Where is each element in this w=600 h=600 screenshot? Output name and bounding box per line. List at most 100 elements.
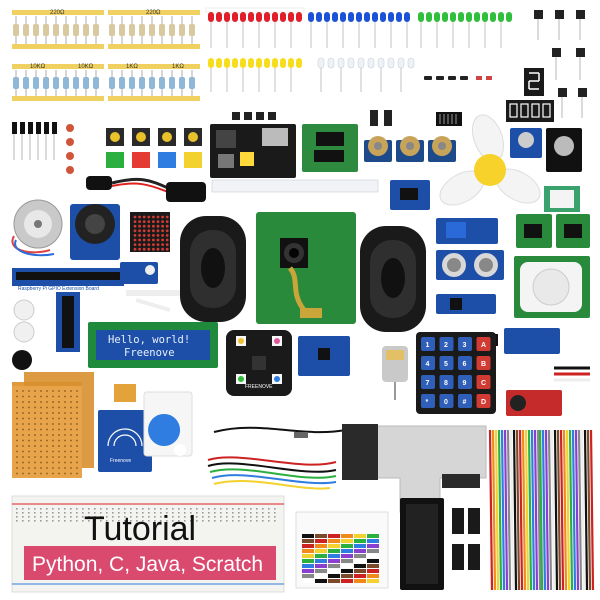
ir-obstacle-module xyxy=(436,294,496,314)
relay-module xyxy=(436,218,498,244)
battery-holder xyxy=(400,498,444,590)
red-leds xyxy=(205,7,305,22)
freenove-board-label: FREENOVE xyxy=(245,384,273,390)
keypad-key-label: 6 xyxy=(463,361,467,368)
keypad-key xyxy=(476,337,491,351)
tutorial-title: Tutorial xyxy=(84,510,196,548)
breadboard-power-module xyxy=(210,124,296,178)
seven-segment-displays xyxy=(506,68,554,122)
keypad-key xyxy=(458,356,472,370)
tutorial-banner: Tutorial Python, C, Java, Scratch xyxy=(24,510,276,580)
camera-module xyxy=(256,212,356,324)
keypad-key xyxy=(439,356,454,370)
pir-motion-sensor xyxy=(514,256,590,318)
tact-switches xyxy=(232,112,276,120)
ic-chips xyxy=(452,508,480,570)
lcd1602-display: Hello, world! Freenove xyxy=(88,322,218,368)
led-strips xyxy=(205,7,512,92)
keypad-key xyxy=(458,375,472,389)
keypad-key-label: C xyxy=(481,380,486,387)
prototype-pcbs xyxy=(12,372,94,478)
keypad-key-label: 5 xyxy=(444,361,448,368)
transistors xyxy=(534,10,587,118)
sound-sensor-module xyxy=(510,128,542,158)
resistor-row-220: 220Ω 220Ω xyxy=(12,10,200,49)
lcd-line-2: Freenove xyxy=(124,347,175,359)
freenove-rgb-board: FREENOVE xyxy=(226,330,292,396)
resistor-label-1k-a: 1KΩ xyxy=(126,64,138,70)
green-button-cap xyxy=(106,152,124,168)
camera-ribbon-cable xyxy=(211,179,379,193)
rfid-label: Freenove xyxy=(110,458,131,464)
keypad-key-label: 8 xyxy=(444,380,448,387)
green-leds xyxy=(418,12,512,22)
ic-chip-board xyxy=(302,124,358,172)
resistor-strips: 220Ω 220Ω 10KΩ 10KΩ 1KΩ 1KΩ xyxy=(12,10,200,101)
keypad-key xyxy=(458,394,472,408)
keypad-key-label: # xyxy=(463,399,467,406)
battery-snap-cable xyxy=(86,176,206,202)
rfid-reader: Freenove xyxy=(98,410,152,472)
resistor-color-card xyxy=(295,511,389,589)
joystick-module xyxy=(70,204,120,260)
slide-switches xyxy=(370,110,392,126)
green-driver-boards xyxy=(516,214,590,248)
keypad-key xyxy=(439,394,454,408)
led-dot-matrix xyxy=(130,212,170,252)
resistor-row-10k-1k: 10KΩ 10KΩ 1KΩ 1KΩ xyxy=(12,64,200,101)
keypad-key xyxy=(421,375,435,389)
keypad-key xyxy=(439,375,454,389)
tutorial-subtitle: Python, C, Java, Scratch xyxy=(32,553,263,576)
keypad-key xyxy=(476,394,491,408)
keypad-key xyxy=(421,337,435,351)
mpu-sensor-module xyxy=(298,336,350,376)
push-buttons xyxy=(106,128,202,168)
speaker-right xyxy=(360,226,426,332)
resistor-label-10k-a: 10KΩ xyxy=(30,64,46,70)
keypad-key-label: 4 xyxy=(426,361,430,368)
audio-cable xyxy=(213,426,347,434)
keypad-key-label: B xyxy=(481,361,486,368)
membrane-keypad: 1 2 3 A 4 5 6 B 7 8 9 C * 0 # D xyxy=(416,332,496,414)
blue-button-cap xyxy=(158,152,176,168)
gpio-extension-board: Raspberry Pi GPIO Extension Board xyxy=(12,268,124,352)
potentiometers xyxy=(364,136,456,162)
keypad-key-label: 2 xyxy=(444,342,448,349)
keypad-key xyxy=(421,356,435,370)
keypad-key-label: * xyxy=(426,399,429,406)
keypad-key-label: 9 xyxy=(463,380,467,387)
ceramic-capacitors xyxy=(12,122,74,174)
keypad-key xyxy=(476,356,491,370)
ultrasonic-sensor xyxy=(436,250,504,280)
rfid-keyfob xyxy=(148,414,186,456)
gpio-ribbon-cable xyxy=(342,424,487,513)
keypad-key-label: 0 xyxy=(444,399,448,406)
keypad-key xyxy=(458,337,472,351)
keypad-key-label: 1 xyxy=(426,342,430,349)
yellow-leds xyxy=(208,58,302,92)
keypad-key-label: 3 xyxy=(463,342,467,349)
dupont-header-wires xyxy=(554,366,590,382)
rotary-encoder xyxy=(546,128,582,172)
stepper-motor xyxy=(11,199,63,257)
electrolytic-capacitors xyxy=(12,299,35,370)
keypad-key-label: A xyxy=(481,342,486,349)
dupont-wire-bundles xyxy=(488,429,595,591)
speaker-left xyxy=(180,216,246,322)
dc-motor xyxy=(382,346,408,400)
led-legs xyxy=(210,22,502,48)
lcd-line-1: Hello, world! xyxy=(108,334,190,346)
yellow-button-cap xyxy=(184,152,202,168)
adc-module xyxy=(390,180,430,210)
red-button-cap xyxy=(132,152,150,168)
keypad-key xyxy=(476,375,491,389)
servo-motor xyxy=(120,262,180,312)
extension-board-label: Raspberry Pi GPIO Extension Board xyxy=(18,286,99,292)
keypad-key-label: D xyxy=(481,399,486,406)
resistor-label-1k-b: 1KΩ xyxy=(172,64,184,70)
keypad-key-label: 7 xyxy=(426,380,430,387)
sound-detection-module xyxy=(506,390,562,416)
resistor-label-220-right: 220Ω xyxy=(146,10,161,16)
blue-leds xyxy=(308,12,410,22)
